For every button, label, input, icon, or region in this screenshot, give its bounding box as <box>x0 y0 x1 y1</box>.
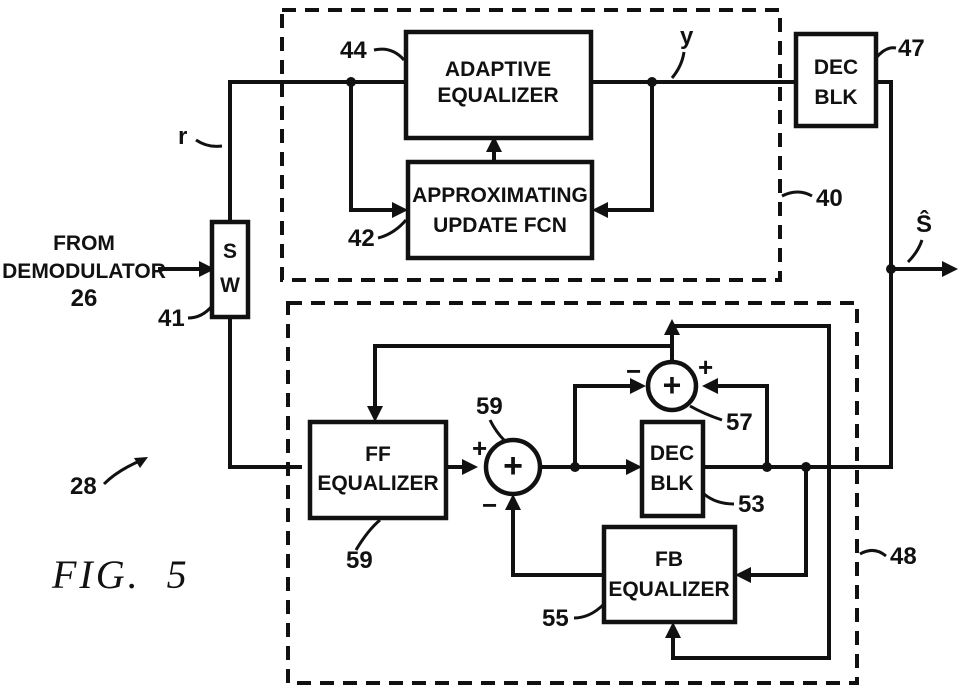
svg-text:BLK: BLK <box>814 86 857 109</box>
signal-r-label: r <box>178 123 187 150</box>
figure-caption: FIG. 5 <box>51 552 190 597</box>
input-label-from-demodulator: FROM DEMODULATOR 26 <box>2 232 166 312</box>
summing-junction-57: + <box>648 362 696 410</box>
svg-text:EQUALIZER: EQUALIZER <box>317 472 438 495</box>
svg-text:W: W <box>220 274 240 297</box>
svg-text:DEC: DEC <box>814 56 858 79</box>
svg-text:BLK: BLK <box>650 472 693 495</box>
svg-text:26: 26 <box>71 285 98 312</box>
svg-text:+: + <box>503 447 523 485</box>
svg-text:EQUALIZER: EQUALIZER <box>608 578 729 601</box>
ref-42: 42 <box>348 225 375 252</box>
ref-55: 55 <box>542 605 569 632</box>
signal-y-label: y <box>680 23 694 50</box>
svg-text:UPDATE FCN: UPDATE FCN <box>433 214 567 237</box>
sum57-plus-sign: + <box>698 352 713 382</box>
ref-40: 40 <box>816 185 843 212</box>
fb-equalizer-block: FB EQUALIZER <box>604 527 735 622</box>
svg-text:S: S <box>223 240 237 263</box>
ff-equalizer-block: FF EQUALIZER <box>310 422 446 518</box>
ref-59-sum: 59 <box>476 393 503 420</box>
ref-47: 47 <box>898 35 925 62</box>
signal-s-hat-label: Ŝ <box>916 210 932 238</box>
ref-41: 41 <box>158 305 185 332</box>
svg-text:EQUALIZER: EQUALIZER <box>437 84 558 107</box>
svg-text:+: + <box>663 367 682 403</box>
approximating-update-fcn-block: APPROXIMATING UPDATE FCN <box>408 162 592 258</box>
ref-48: 48 <box>890 543 917 570</box>
ref-53: 53 <box>738 491 765 518</box>
svg-text:FF: FF <box>365 443 391 466</box>
ref-57: 57 <box>726 409 753 436</box>
dec-blk-bottom-block: DEC BLK <box>642 422 703 516</box>
summing-junction-59: + <box>486 440 540 494</box>
ref-59-ff: 59 <box>346 547 373 574</box>
svg-text:ADAPTIVE: ADAPTIVE <box>445 58 551 81</box>
ref-28: 28 <box>70 473 97 500</box>
ref-44: 44 <box>340 37 367 64</box>
svg-text:FROM: FROM <box>53 232 115 255</box>
sum59-minus-sign: − <box>482 490 497 520</box>
sum57-minus-sign: − <box>626 356 641 386</box>
switch-block: S W <box>212 222 248 317</box>
svg-text:FB: FB <box>655 548 683 571</box>
dec-blk-top-block: DEC BLK <box>796 34 876 126</box>
svg-text:APPROXIMATING: APPROXIMATING <box>412 184 588 207</box>
adaptive-equalizer-block: ADAPTIVE EQUALIZER <box>406 32 591 138</box>
svg-text:DEC: DEC <box>650 442 694 465</box>
sum59-plus-sign: + <box>472 433 487 463</box>
svg-text:DEMODULATOR: DEMODULATOR <box>2 260 166 283</box>
